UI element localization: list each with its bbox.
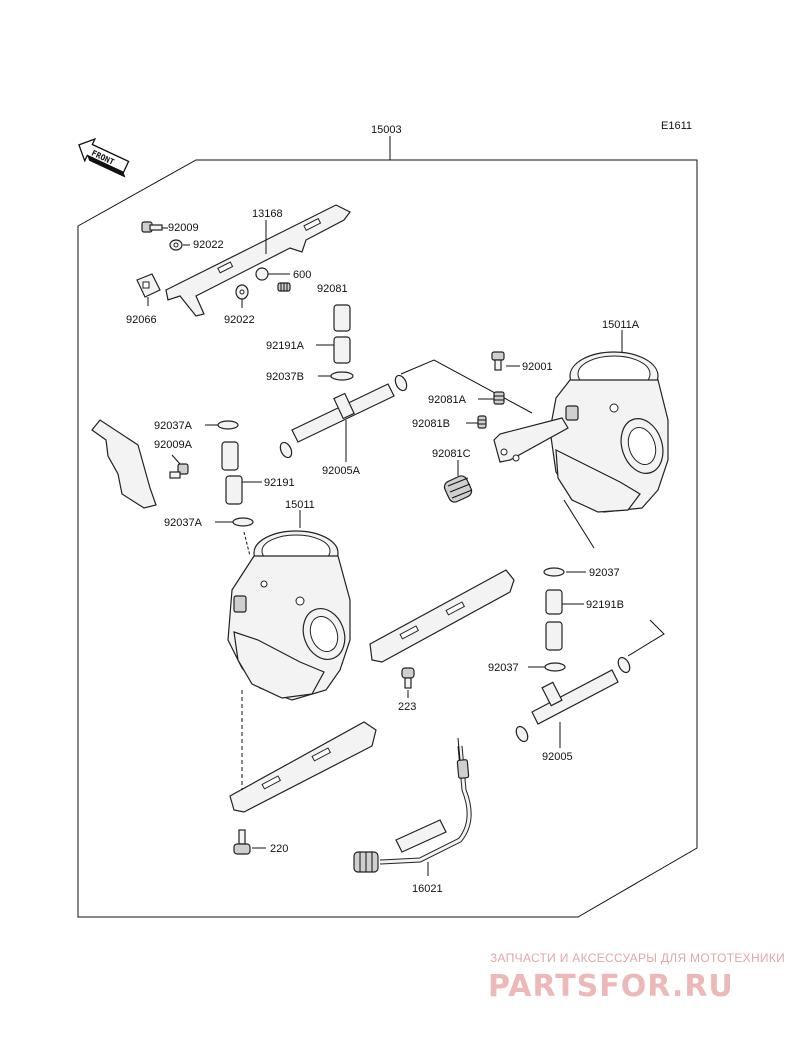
label-ring-b: 92037B [266, 371, 304, 383]
spring-92081B [477, 415, 487, 429]
screw-92001 [491, 351, 505, 371]
label-tee-lower: 92005 [542, 751, 573, 763]
screw-220 [233, 829, 251, 855]
clip-92037-right-top [543, 567, 565, 577]
watermark-brand: PARTSFOR.RU [488, 969, 734, 1004]
label-screw-a: 92009A [154, 439, 193, 451]
label-clip-right-bottom: 92037 [488, 662, 519, 674]
label-screw-right: 92001 [522, 361, 553, 373]
tee-fitting-92005 [515, 656, 631, 743]
label-clip-right-top: 92037 [589, 567, 620, 579]
watermark-subtitle: ЗАПЧАСТИ И АКСЕССУАРЫ ДЛЯ МОТОТЕХНИКИ [490, 951, 785, 965]
label-carb-right: 15011A [602, 319, 640, 331]
clip-92066 [136, 273, 161, 298]
label-tee-upper: 92005A [322, 465, 361, 477]
label-clip-37a-top: 92037A [154, 420, 193, 432]
screw-92009 [141, 221, 163, 233]
bracket-13168 [165, 204, 351, 317]
tube-92191A [333, 304, 351, 364]
assembly-outline [77, 159, 698, 918]
linkage-plate-lower [229, 721, 377, 813]
bracket-plate-left [91, 419, 157, 509]
spring-92081A [493, 391, 505, 405]
label-clip-bracket: 92066 [126, 314, 157, 326]
clip-92037-right-bottom [544, 662, 566, 672]
screw-223 [401, 667, 415, 689]
label-screw-223: 223 [398, 701, 416, 713]
tee-fitting-92005A [279, 374, 408, 459]
clip-92037A-bottom [232, 517, 254, 527]
diagram-code: E1611 [661, 120, 692, 132]
ring-92037B [330, 371, 354, 381]
label-bracket: 13168 [252, 208, 283, 220]
washer-92022-top [169, 239, 183, 251]
label-spring-b: 92081B [412, 418, 450, 430]
screw-92009A [169, 463, 189, 479]
front-arrow-icon: FRONT [78, 137, 130, 178]
washer-92022-bottom [235, 284, 249, 300]
clip-92037A-top [217, 420, 239, 430]
label-tube-a: 92191A [266, 340, 305, 352]
label-washer-bottom: 92022 [224, 314, 255, 326]
label-spring-c: 92081C [432, 448, 471, 460]
label-tube-mid: 92191 [264, 477, 295, 489]
spring-92081-top [277, 282, 291, 292]
label-nut-600: 600 [293, 269, 311, 281]
label-screw-220: 220 [270, 843, 288, 855]
label-cable: 16021 [412, 883, 443, 895]
label-assembly: 15003 [371, 124, 402, 136]
label-screw-top: 92009 [168, 222, 199, 234]
nut-600 [255, 267, 269, 281]
tube-92191 [221, 441, 243, 505]
label-tube-b: 92191B [586, 599, 624, 611]
label-carb-left: 15011 [285, 499, 315, 511]
label-spring-a: 92081A [428, 394, 467, 406]
carburetor-15011 [227, 530, 351, 701]
linkage-plate-upper [369, 569, 515, 663]
choke-cable-16021 [353, 737, 472, 873]
label-spring-top: 92081 [317, 283, 348, 295]
label-washer-top: 92022 [193, 239, 224, 251]
tube-92191B [545, 589, 563, 651]
spring-92081C [443, 475, 473, 503]
carburetor-15011A [493, 351, 669, 513]
label-clip-37a-bottom: 92037A [164, 517, 203, 529]
